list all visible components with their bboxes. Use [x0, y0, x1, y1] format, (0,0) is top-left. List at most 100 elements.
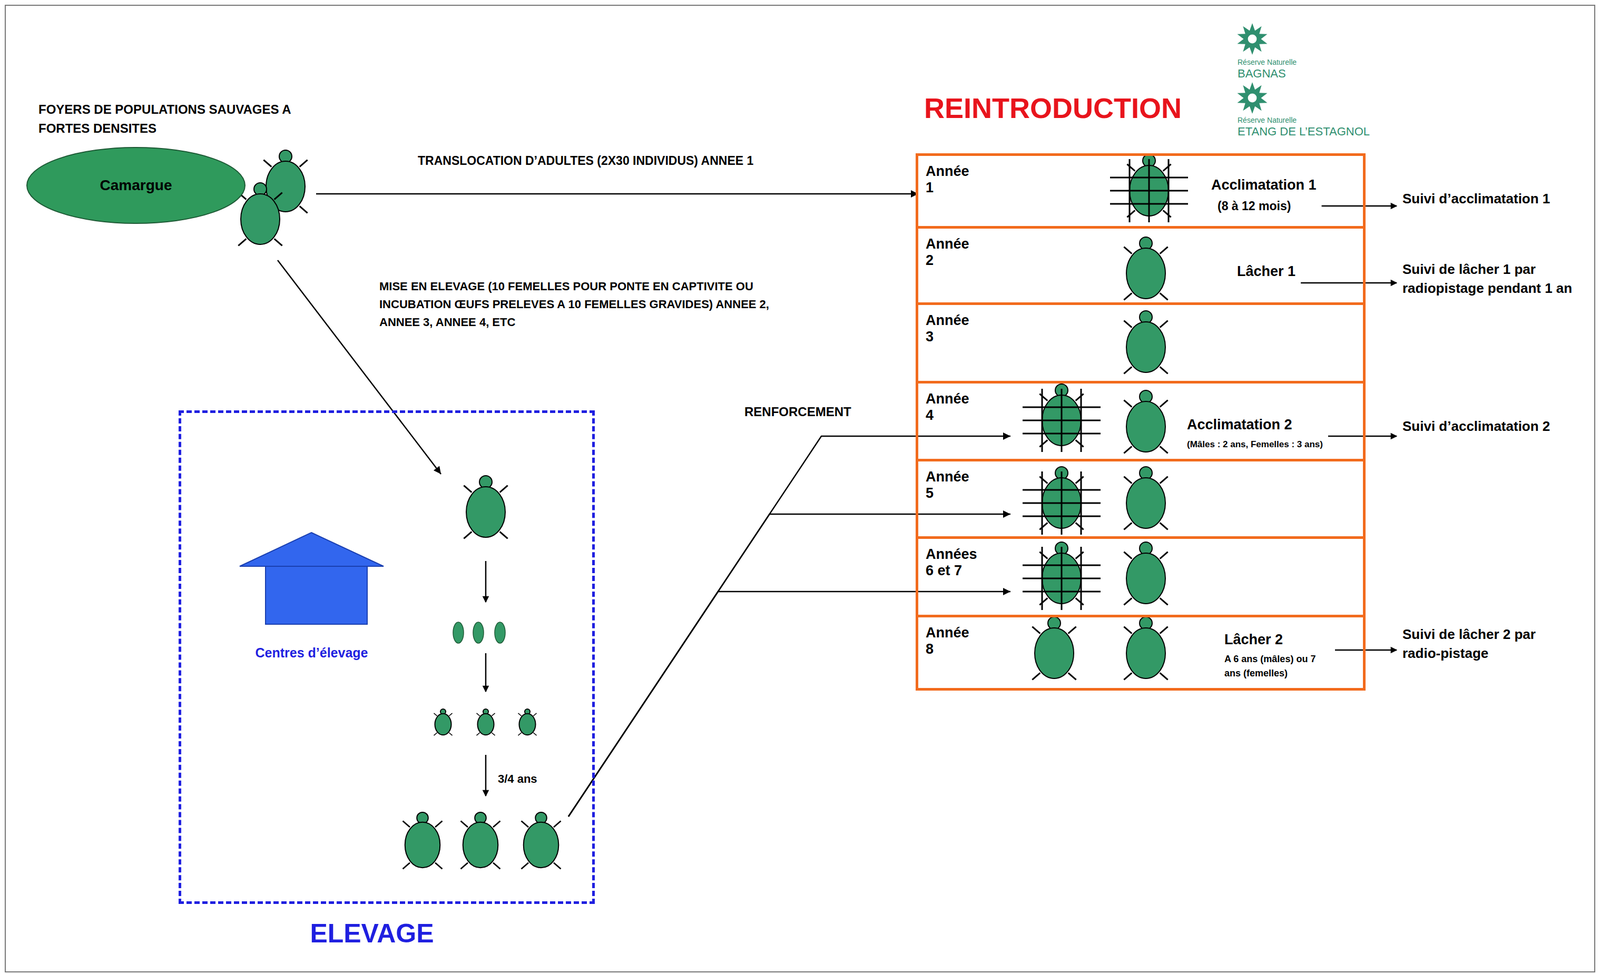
turtle	[1123, 310, 1168, 374]
cage-bar	[1022, 591, 1101, 593]
year-row: Année 4Acclimatation 2(Mâles : 2 ans, Fe…	[918, 383, 1363, 462]
turtle-shell	[1126, 401, 1166, 453]
monitoring-note: Suivi de lâcher 2 par radio-pistage	[1400, 624, 1578, 664]
turtle-leg	[553, 821, 562, 828]
turtle-leg	[499, 531, 508, 539]
cage-bar	[1022, 419, 1101, 422]
turtle-shell	[240, 193, 280, 245]
turtle-shell	[477, 713, 494, 735]
turtle-leg	[274, 192, 283, 200]
year-row: Année 1Acclimatation 1(8 à 12 mois)	[918, 155, 1363, 229]
turtle-leg	[521, 821, 529, 828]
year-row: Année 2 Lâcher 1	[918, 228, 1363, 306]
turtle-leg	[1123, 522, 1132, 530]
turtle-leg	[1163, 164, 1172, 172]
turtle-leg	[1123, 292, 1132, 300]
node-text: A 6 ans (mâles) ou 7 ans (femelles)	[1224, 652, 1330, 681]
turtle-leg	[493, 862, 501, 870]
turtle-leg	[1160, 597, 1168, 605]
turtle-leg	[460, 821, 469, 828]
turtle	[434, 709, 453, 736]
turtle-leg	[448, 732, 453, 736]
turtle	[1123, 390, 1168, 454]
turtle-leg	[493, 821, 501, 828]
node-text: Lâcher 2	[1224, 631, 1283, 649]
turtle-leg	[533, 713, 537, 716]
turtle	[1123, 616, 1168, 680]
turtle	[476, 709, 496, 736]
turtle-leg	[274, 238, 283, 246]
turtle-leg	[299, 160, 308, 168]
turtle-leg	[403, 862, 411, 870]
node-text: Lâcher 1	[1237, 263, 1296, 280]
turtle-leg	[1075, 552, 1084, 559]
turtle-leg	[1126, 210, 1135, 218]
turtle-shell	[466, 486, 506, 538]
turtle-leg	[1075, 476, 1084, 484]
cage-bar	[1110, 203, 1189, 205]
node-title: Camargue	[25, 146, 247, 225]
turtle-leg	[476, 732, 480, 736]
connector-label: RENFORCEMENT	[742, 404, 853, 420]
cage-bar	[1022, 515, 1101, 518]
caged-turtle	[1022, 384, 1101, 453]
node-title: Année 2	[925, 236, 970, 269]
turtle-leg	[434, 732, 438, 736]
connector	[568, 514, 1011, 817]
stage-arrow	[485, 754, 487, 797]
connector	[568, 436, 1011, 817]
turtle-shell	[1126, 627, 1166, 679]
turtle-leg	[1039, 522, 1048, 530]
logo-star-centre	[1248, 34, 1258, 44]
turtle-leg	[1123, 476, 1132, 484]
turtle	[403, 812, 443, 869]
turtle-leg	[1160, 626, 1168, 634]
cage-bar	[1110, 177, 1189, 179]
turtle-leg	[1160, 320, 1168, 328]
turtle-leg	[434, 713, 438, 716]
duration-note: 3/4 ans	[496, 772, 539, 787]
turtle-leg	[299, 205, 308, 213]
breeding-centre: Centres d’élevage	[239, 532, 384, 675]
page-frame	[5, 5, 1595, 973]
logo-text: ETANG DE L’ESTAGNOL	[1235, 124, 1372, 139]
caged-turtle	[1022, 542, 1101, 611]
turtle-leg	[463, 485, 472, 493]
turtle-leg	[518, 732, 522, 736]
turtle-leg	[1032, 672, 1040, 680]
turtle-leg	[499, 485, 508, 493]
year-row: Année 5	[918, 461, 1363, 539]
node-title: REINTRODUCTION	[924, 91, 1182, 125]
turtle-leg	[1039, 439, 1048, 447]
turtle-leg	[435, 862, 443, 870]
turtle-leg	[1126, 164, 1135, 172]
stage-arrow	[485, 653, 487, 692]
turtle-leg	[518, 713, 522, 716]
turtle	[1123, 466, 1168, 530]
logo-star-centre	[1248, 93, 1258, 103]
turtle-shell	[1126, 248, 1166, 299]
turtle-leg	[1039, 394, 1048, 401]
node-title: Année 4	[925, 390, 970, 424]
population-ellipse: Camargue	[25, 146, 311, 259]
connector	[316, 193, 919, 195]
node-title: Année 8	[925, 624, 970, 658]
turtle-leg	[238, 238, 247, 246]
turtle-shell	[463, 822, 499, 868]
turtle-leg	[491, 713, 495, 716]
turtle-leg	[1123, 247, 1132, 254]
turtle-leg	[1160, 366, 1168, 374]
house-roof	[239, 532, 384, 567]
logo-text: BAGNAS	[1235, 66, 1288, 81]
cage-bar	[1022, 406, 1101, 409]
cage-bar	[1022, 502, 1101, 505]
turtle-leg	[1075, 439, 1084, 447]
turtle-leg	[1039, 552, 1048, 559]
turtle-leg	[1123, 446, 1132, 454]
turtle-leg	[263, 160, 272, 168]
turtle-leg	[460, 862, 469, 870]
monitoring-arrow	[1328, 435, 1397, 438]
cage-bar	[1022, 564, 1101, 567]
